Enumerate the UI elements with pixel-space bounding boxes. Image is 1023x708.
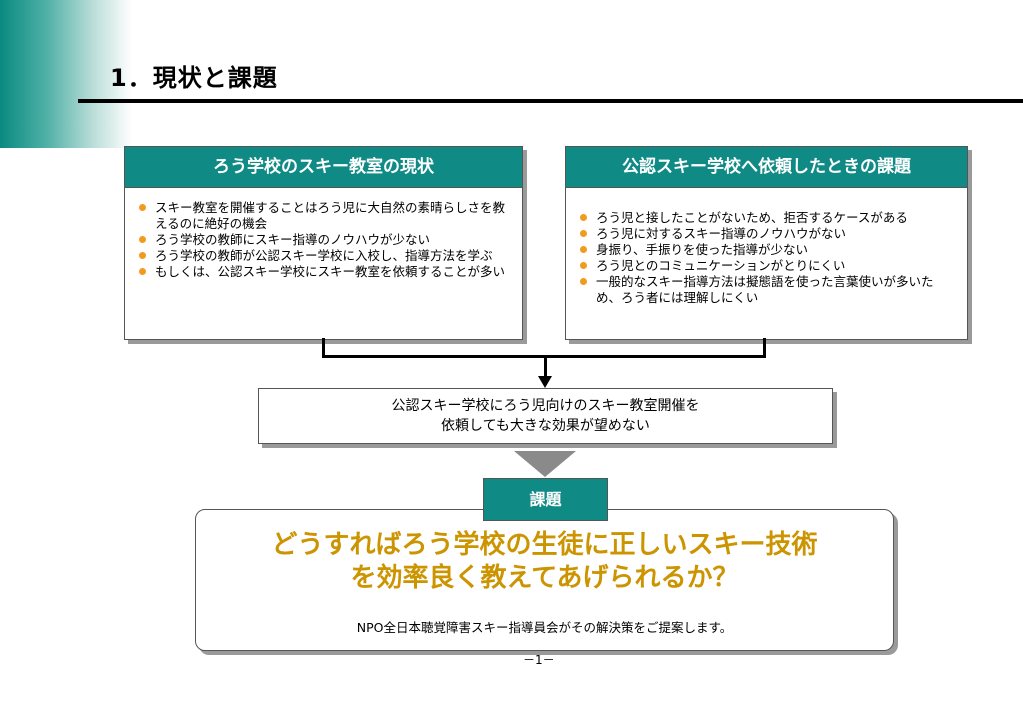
triangle-down-icon	[514, 451, 576, 477]
current-status-header: ろう学校のスキー教室の現状	[125, 147, 522, 188]
conclusion-line-2: 依頼しても大きな効果が望めない	[441, 418, 650, 434]
page-title: 1．現状と課題	[110, 64, 278, 92]
list-item: スキー教室を開催することはろう児に大自然の素晴らしさを教えるのに絶好の機会	[133, 200, 508, 232]
title-underline	[78, 99, 1023, 103]
list-item: ろう児に対するスキー指導のノウハウがない	[574, 226, 957, 242]
page-number: －1－	[523, 653, 555, 667]
current-status-box: ろう学校のスキー教室の現状 スキー教室を開催することはろう児に大自然の素晴らしさ…	[124, 146, 523, 340]
issues-header: 公認スキー学校へ依頼したときの課題	[566, 147, 967, 188]
headline-line-2: を効率良く教えてあげられるか？	[350, 563, 739, 593]
challenge-headline: どうすればろう学校の生徒に正しいスキー技術 を効率良く教えてあげられるか？	[196, 529, 893, 595]
current-status-list: スキー教室を開催することはろう児に大自然の素晴らしさを教えるのに絶好の機会 ろう…	[125, 188, 522, 280]
challenge-label: 課題	[483, 478, 608, 521]
list-item: 一般的なスキー指導方法は擬態語を使った言葉使いが多いため、ろう者には理解しにくい	[574, 274, 957, 306]
connector-center-vertical	[544, 355, 547, 377]
connector-right-vertical	[763, 338, 766, 357]
accent-gradient-bar	[0, 0, 132, 148]
headline-line-1: どうすればろう学校の生徒に正しいスキー技術	[271, 530, 818, 560]
issues-box: 公認スキー学校へ依頼したときの課題 ろう児と接したことがないため、拒否するケース…	[565, 146, 968, 340]
arrow-down-icon	[538, 376, 552, 388]
list-item: ろう学校の教師が公認スキー学校に入校し、指導方法を学ぶ	[133, 248, 508, 264]
conclusion-box: 公認スキー学校にろう児向けのスキー教室開催を 依頼しても大きな効果が望めない	[258, 388, 833, 444]
list-item: 身振り、手振りを使った指導が少ない	[574, 242, 957, 258]
connector-left-vertical	[322, 338, 325, 357]
list-item: ろう児とのコミュニケーションがとりにくい	[574, 258, 957, 274]
conclusion-line-1: 公認スキー学校にろう児向けのスキー教室開催を	[391, 398, 700, 414]
list-item: ろう学校の教師にスキー指導のノウハウが少ない	[133, 232, 508, 248]
challenge-box: どうすればろう学校の生徒に正しいスキー技術 を効率良く教えてあげられるか？ NP…	[195, 509, 894, 651]
issues-list: ろう児と接したことがないため、拒否するケースがある ろう児に対するスキー指導のノ…	[566, 188, 967, 306]
proposal-text: NPO全日本聴覚障害スキー指導員会がその解決策をご提案します。	[356, 620, 733, 635]
list-item: もしくは、公認スキー学校にスキー教室を依頼することが多い	[133, 264, 508, 280]
list-item: ろう児と接したことがないため、拒否するケースがある	[574, 210, 957, 226]
